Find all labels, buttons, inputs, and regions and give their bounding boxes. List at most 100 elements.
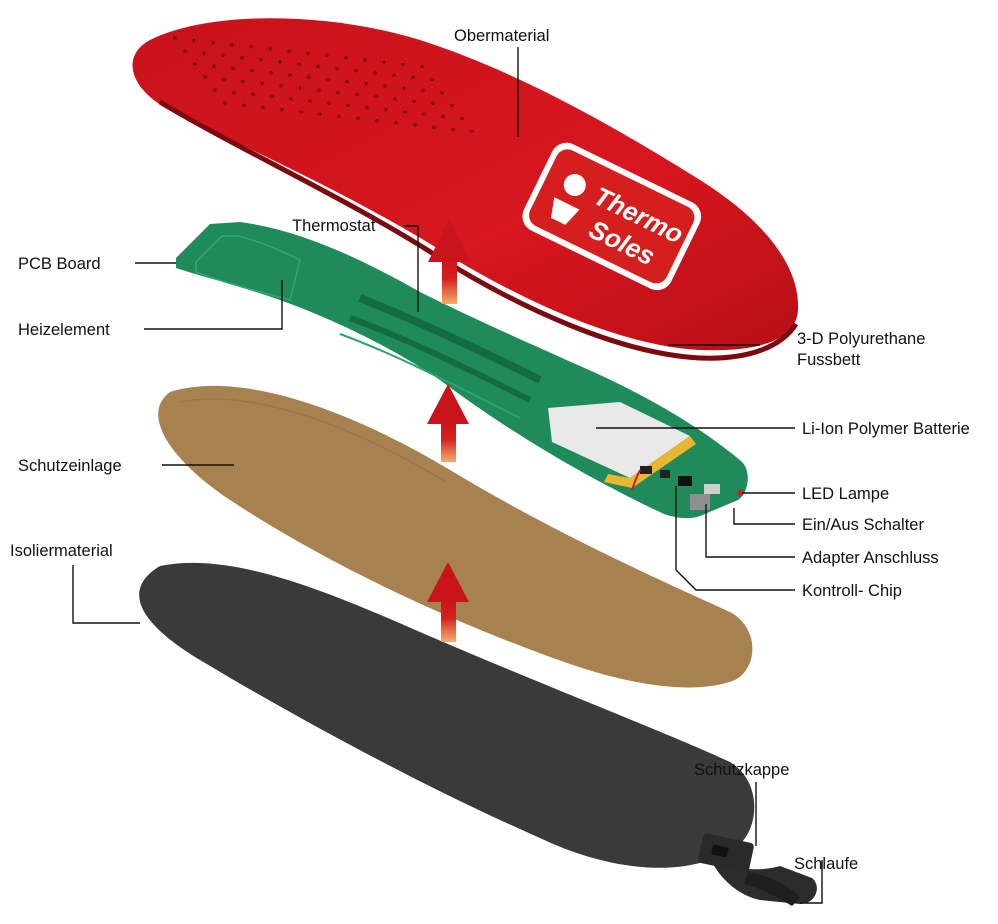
perforation-dot <box>288 73 291 76</box>
perforation-dot <box>440 91 443 94</box>
perforation-dot <box>260 82 263 85</box>
perforation-dot <box>242 104 245 107</box>
perforation-dot <box>221 54 224 57</box>
perforation-dot <box>326 78 329 81</box>
label-schutzkappe: Schutzkappe <box>694 761 789 779</box>
perforation-dot <box>202 52 205 55</box>
perforation-dot <box>335 67 338 70</box>
label-fussbett-line1: 3-D Polyurethane <box>797 330 925 348</box>
perforation-dot <box>364 82 367 85</box>
perforation-dot <box>249 45 252 48</box>
label-kontroll-chip: Kontroll- Chip <box>802 582 902 600</box>
perforation-dot <box>241 80 244 83</box>
label-batterie: Li-Ion Polymer Batterie <box>802 420 970 438</box>
perforation-dot <box>287 50 290 53</box>
perforation-dot <box>460 117 463 120</box>
label-isoliermaterial: Isoliermaterial <box>10 542 113 560</box>
perforation-dot <box>325 54 328 57</box>
perforation-dot <box>317 89 320 92</box>
perforation-dot <box>173 36 176 39</box>
perforation-dot <box>413 123 416 126</box>
perforation-dot <box>392 74 395 77</box>
perforation-dot <box>230 43 233 46</box>
perforation-dot <box>223 101 226 104</box>
perforation-dot <box>412 100 415 103</box>
perforation-dot <box>450 104 453 107</box>
perforation-dot <box>193 62 196 65</box>
perforation-dot <box>203 75 206 78</box>
label-led-lampe: LED Lampe <box>802 485 889 503</box>
perforation-dot <box>354 69 357 72</box>
perforation-dot <box>232 91 235 94</box>
perforation-dot <box>363 58 366 61</box>
perforation-dot <box>355 93 358 96</box>
perforation-dot <box>384 108 387 111</box>
label-thermostat: Thermostat <box>292 217 376 235</box>
perforation-dot <box>393 97 396 100</box>
perforation-dot <box>250 69 253 72</box>
perforation-dot <box>268 47 271 50</box>
perforation-dot <box>289 97 292 100</box>
label-obermaterial: Obermaterial <box>454 27 549 45</box>
perforation-dot <box>373 71 376 74</box>
perforation-dot <box>279 84 282 87</box>
perforation-dot <box>337 115 340 118</box>
perforation-dot <box>336 91 339 94</box>
perforation-dot <box>211 41 214 44</box>
perforation-dot <box>344 56 347 59</box>
perforation-dot <box>431 102 434 105</box>
perforation-dot <box>441 115 444 118</box>
perforation-dot <box>401 63 404 66</box>
perforation-dot <box>192 39 195 42</box>
perforation-dot <box>298 86 301 89</box>
perforation-dot <box>451 128 454 131</box>
label-adapter-anschluss: Adapter Anschluss <box>802 549 939 567</box>
perforation-dot <box>327 102 330 105</box>
perforation-dot <box>382 61 385 64</box>
label-pcb-board: PCB Board <box>18 255 101 273</box>
perforation-dot <box>270 95 273 98</box>
perforation-dot <box>318 112 321 115</box>
perforation-dot <box>299 110 302 113</box>
perforation-dot <box>307 76 310 79</box>
perforation-dot <box>231 67 234 70</box>
perforation-dot <box>316 65 319 68</box>
perforation-dot <box>222 78 225 81</box>
perforation-dot <box>403 110 406 113</box>
perforation-dot <box>280 108 283 111</box>
perforation-dot <box>375 119 378 122</box>
perforation-dot <box>278 60 281 63</box>
label-schutzeinlage: Schutzeinlage <box>18 457 122 475</box>
perforation-dot <box>402 87 405 90</box>
perforation-dot <box>432 126 435 129</box>
perforation-dot <box>365 106 368 109</box>
perforation-dot <box>269 71 272 74</box>
label-schlaufe: Schlaufe <box>794 855 858 873</box>
perforation-dot <box>259 58 262 61</box>
perforation-dot <box>411 76 414 79</box>
perforation-dot <box>356 117 359 120</box>
perforation-dot <box>297 63 300 66</box>
perforation-dot <box>240 56 243 59</box>
perforation-dot <box>346 104 349 107</box>
perforation-dot <box>420 65 423 68</box>
perforation-dot <box>308 99 311 102</box>
perforation-dot <box>261 106 264 109</box>
label-fussbett-line2: Fussbett <box>797 351 861 369</box>
perforation-dot <box>470 130 473 133</box>
perforation-dot <box>213 88 216 91</box>
perforation-dot <box>422 113 425 116</box>
label-heizelement: Heizelement <box>18 321 110 339</box>
perforation-dot <box>394 121 397 124</box>
schutzkappe-part <box>697 833 754 873</box>
label-ein-aus-schalter: Ein/Aus Schalter <box>802 516 924 534</box>
perforation-dot <box>212 65 215 68</box>
perforation-dot <box>306 52 309 55</box>
perforation-dot <box>183 49 186 52</box>
perforation-dot <box>383 84 386 87</box>
perforation-dot <box>251 93 254 96</box>
perforation-dot <box>430 78 433 81</box>
perforation-dot <box>421 89 424 92</box>
